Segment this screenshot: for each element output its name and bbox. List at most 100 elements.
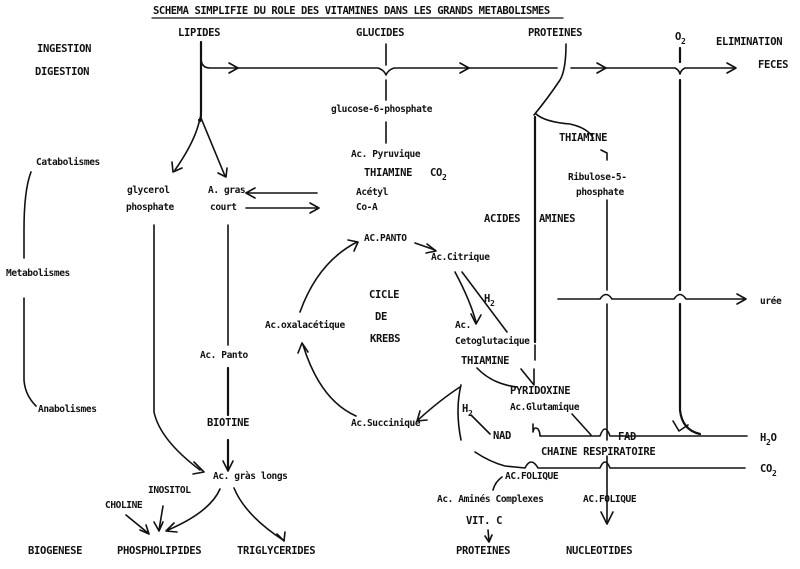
ribulose-line1: Ribulose-5- bbox=[568, 172, 627, 183]
acgraslongs-to-triglycerides bbox=[233, 487, 284, 541]
respiratory-chain-co2-line bbox=[474, 451, 746, 469]
ac-folique-lower: AC.FOLIQUE bbox=[583, 494, 637, 505]
arc-thiamine-to-succinique bbox=[417, 386, 461, 421]
label-catabolismes: Catabolismes bbox=[36, 157, 100, 168]
krebs-ac-succinique: Ac.Succinique bbox=[351, 418, 421, 429]
o2-vertical bbox=[678, 46, 702, 436]
proteines-to-thiamine bbox=[535, 113, 594, 139]
digestion-flow-line bbox=[200, 57, 736, 76]
arrowhead-phospholipides bbox=[165, 522, 178, 533]
vitc-to-proteines-arrow bbox=[487, 529, 490, 542]
acgraslongs-to-phospholipides bbox=[167, 488, 221, 531]
ribulose-line2: phosphate bbox=[576, 187, 625, 198]
inositol-arrow bbox=[158, 505, 164, 531]
ac-amines-complexes-label: Ac. Aminés Complexes bbox=[437, 494, 543, 505]
phospholipides-label: PHOSPHOLIPIDES bbox=[117, 545, 201, 557]
arrowhead-digestion-1 bbox=[228, 62, 239, 74]
arrowhead-feces bbox=[726, 62, 737, 74]
arrowhead-inositol bbox=[153, 521, 164, 532]
glutamique-to-fad bbox=[571, 413, 592, 436]
krebs-thiamine: THIAMINE bbox=[461, 355, 509, 367]
lipides-trunk bbox=[197, 40, 203, 123]
arrowhead-citrique bbox=[425, 243, 437, 254]
ac-glutamique-label: Ac.Glutamique bbox=[510, 402, 580, 413]
nucleotides-label: NUCLEOTIDES bbox=[566, 545, 632, 557]
label-elimination: ELIMINATION bbox=[716, 36, 782, 48]
input-o2: O2 bbox=[675, 31, 686, 46]
input-lipides: LIPIDES bbox=[178, 27, 220, 39]
ac-gras-longs-label: Ac. gràs longs bbox=[213, 471, 287, 482]
protein-thiamine-label: THIAMINE bbox=[559, 132, 607, 144]
urea-line bbox=[557, 293, 746, 300]
arrowhead-digestion-3 bbox=[596, 62, 607, 74]
triglycerides-label: TRIGLYCERIDES bbox=[237, 545, 315, 557]
krebs-ac-oxalacetique: Ac.oxalacétique bbox=[265, 320, 345, 331]
respiratory-chain-h2o-line bbox=[532, 423, 748, 437]
label-ingestion: INGESTION bbox=[37, 43, 91, 55]
amines-label: AMINES bbox=[539, 213, 575, 225]
krebs-cicle-label: CICLE bbox=[369, 289, 399, 301]
arrowhead-succinique bbox=[416, 410, 428, 422]
krebs-h2-lower: H2 bbox=[462, 403, 473, 418]
arc-citrique-to-ceto bbox=[454, 271, 477, 323]
acetyl-coa-line1: Acétyl bbox=[356, 187, 389, 198]
pyridoxine-label: PYRIDOXINE bbox=[510, 385, 570, 397]
lipides-to-glycerol bbox=[174, 117, 201, 171]
folique-hook bbox=[492, 476, 503, 491]
arrowhead-panto bbox=[347, 239, 359, 252]
vit-c-label: VIT. C bbox=[466, 515, 502, 527]
h2-lower-curve bbox=[457, 384, 462, 441]
ceto-to-pyridoxine bbox=[520, 368, 535, 386]
ac-folique-upper: AC.FOLIQUE bbox=[505, 471, 559, 482]
ac-pyruvique-label: Ac. Pyruvique bbox=[351, 149, 421, 160]
glycerol-to-acgraslongs bbox=[153, 224, 201, 471]
label-metabolismes: Metabolismes bbox=[6, 268, 70, 279]
arrowhead-ceto bbox=[470, 313, 482, 325]
arrowhead-acgraslongs-left bbox=[192, 461, 205, 475]
glycerol-phosphate-line2: phosphate bbox=[126, 202, 175, 213]
arrowhead-triglycerides bbox=[276, 531, 286, 542]
krebs-ac-ceto-line1: Ac. bbox=[455, 320, 471, 331]
arc-panto-to-citrique bbox=[414, 242, 436, 251]
label-feces: FECES bbox=[758, 59, 788, 71]
h2-to-nad bbox=[470, 414, 491, 435]
co2-out-label: CO2 bbox=[760, 463, 777, 478]
arrowhead-glycerol bbox=[171, 161, 183, 173]
krebs-ac-ceto-line2: Cetoglutacique bbox=[455, 336, 530, 347]
glucid-thiamine-label: THIAMINE bbox=[364, 167, 412, 179]
krebs-nad: NAD bbox=[493, 430, 511, 442]
krebs-h2-upper: H2 bbox=[484, 293, 495, 308]
uree-label: urée bbox=[760, 296, 782, 307]
chaine-respiratoire-label: CHAINE RESPIRATOIRE bbox=[541, 446, 655, 458]
thiamine-to-pyridoxine bbox=[476, 367, 518, 388]
ac-gras-court-line1: A. gras bbox=[208, 185, 245, 196]
krebs-krebs-label: KREBS bbox=[370, 333, 400, 345]
glycerol-phosphate-line1: glycerol bbox=[127, 185, 170, 196]
biotine-label: BIOTINE bbox=[207, 417, 249, 429]
arrowhead-choline bbox=[139, 524, 150, 535]
lipides-to-acgras bbox=[200, 117, 226, 177]
choline-label: CHOLINE bbox=[105, 500, 143, 511]
metabolism-bracket bbox=[23, 171, 37, 407]
arrowhead-acgras bbox=[217, 167, 228, 178]
thiamine-tick bbox=[600, 149, 608, 161]
label-anabolismes: Anabolismes bbox=[38, 404, 97, 415]
label-digestion: DIGESTION bbox=[35, 66, 89, 78]
ac-panto-label: Ac. Panto bbox=[200, 350, 249, 361]
diagram-title: SCHEMA SIMPLIFIE DU ROLE DES VITAMINES D… bbox=[153, 5, 550, 17]
arrowhead-acetyl-left bbox=[245, 187, 256, 199]
arc-oxal-to-panto bbox=[299, 241, 358, 313]
g6p-label: glucose-6-phosphate bbox=[331, 104, 433, 115]
glucid-co2-label: CO2 bbox=[430, 167, 447, 182]
arrowhead-acetyl-right bbox=[309, 202, 320, 214]
krebs-de-label: DE bbox=[375, 311, 387, 323]
label-biogenese: BIOGENESE bbox=[28, 545, 82, 557]
input-proteines: PROTEINES bbox=[528, 27, 582, 39]
line-citrique-to-cetoglutacique bbox=[461, 271, 508, 333]
choline-arrow bbox=[125, 514, 149, 534]
arrowhead-nucleotides bbox=[600, 511, 614, 525]
ac-gras-court-line2: court bbox=[210, 202, 237, 213]
inositol-label: INOSITOL bbox=[148, 485, 191, 496]
arrowhead-uree bbox=[736, 293, 747, 305]
